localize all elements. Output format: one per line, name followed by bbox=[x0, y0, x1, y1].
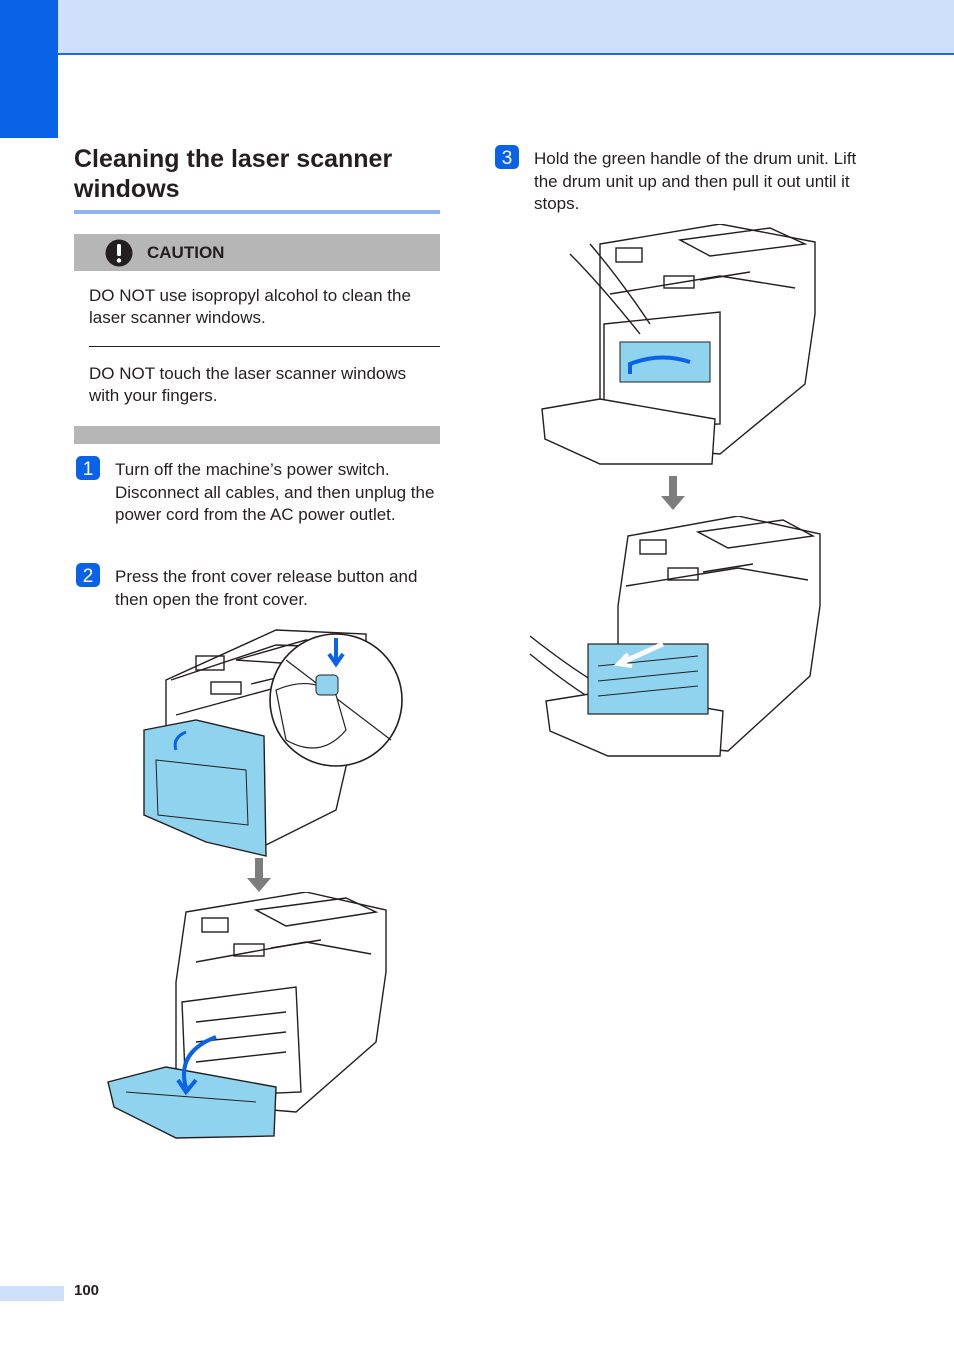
arrow-down-icon bbox=[661, 476, 685, 510]
step-text: Hold the green handle of the drum unit. … bbox=[534, 149, 857, 213]
chapter-tab bbox=[0, 0, 58, 138]
page-number-tab bbox=[0, 1286, 64, 1301]
step-number: 1 bbox=[83, 459, 94, 480]
printer-cover-release-illustration bbox=[143, 629, 403, 857]
arrow-down-icon bbox=[247, 858, 271, 892]
step-number-badge: 2 bbox=[76, 563, 100, 587]
step-number: 2 bbox=[83, 566, 94, 587]
step-number: 3 bbox=[502, 148, 513, 169]
printer-cover-open-illustration bbox=[107, 892, 387, 1139]
drum-unit-pull-illustration bbox=[529, 516, 821, 757]
drum-handle-lift-illustration bbox=[541, 224, 816, 465]
caution-header-bar bbox=[74, 234, 440, 271]
title-underline bbox=[74, 210, 440, 214]
caution-footer-bar bbox=[74, 426, 440, 444]
caution-label: CAUTION bbox=[147, 243, 225, 262]
header-band bbox=[0, 0, 954, 55]
step-number-badge: 3 bbox=[495, 145, 519, 169]
caution-divider bbox=[89, 346, 440, 347]
warning-icon bbox=[105, 239, 133, 267]
caution-item: DO NOT touch the laser scanner windows w… bbox=[89, 364, 407, 405]
caution-item: DO NOT use isopropyl alcohol to clean th… bbox=[89, 286, 411, 327]
page-title: Cleaning the laser scanner windows bbox=[74, 145, 393, 203]
step-text: Turn off the machine’s power switch. Dis… bbox=[115, 460, 435, 524]
step-text: Press the front cover release button and… bbox=[115, 567, 418, 609]
page-number: 100 bbox=[74, 1282, 100, 1299]
step-number-badge: 1 bbox=[76, 456, 100, 480]
